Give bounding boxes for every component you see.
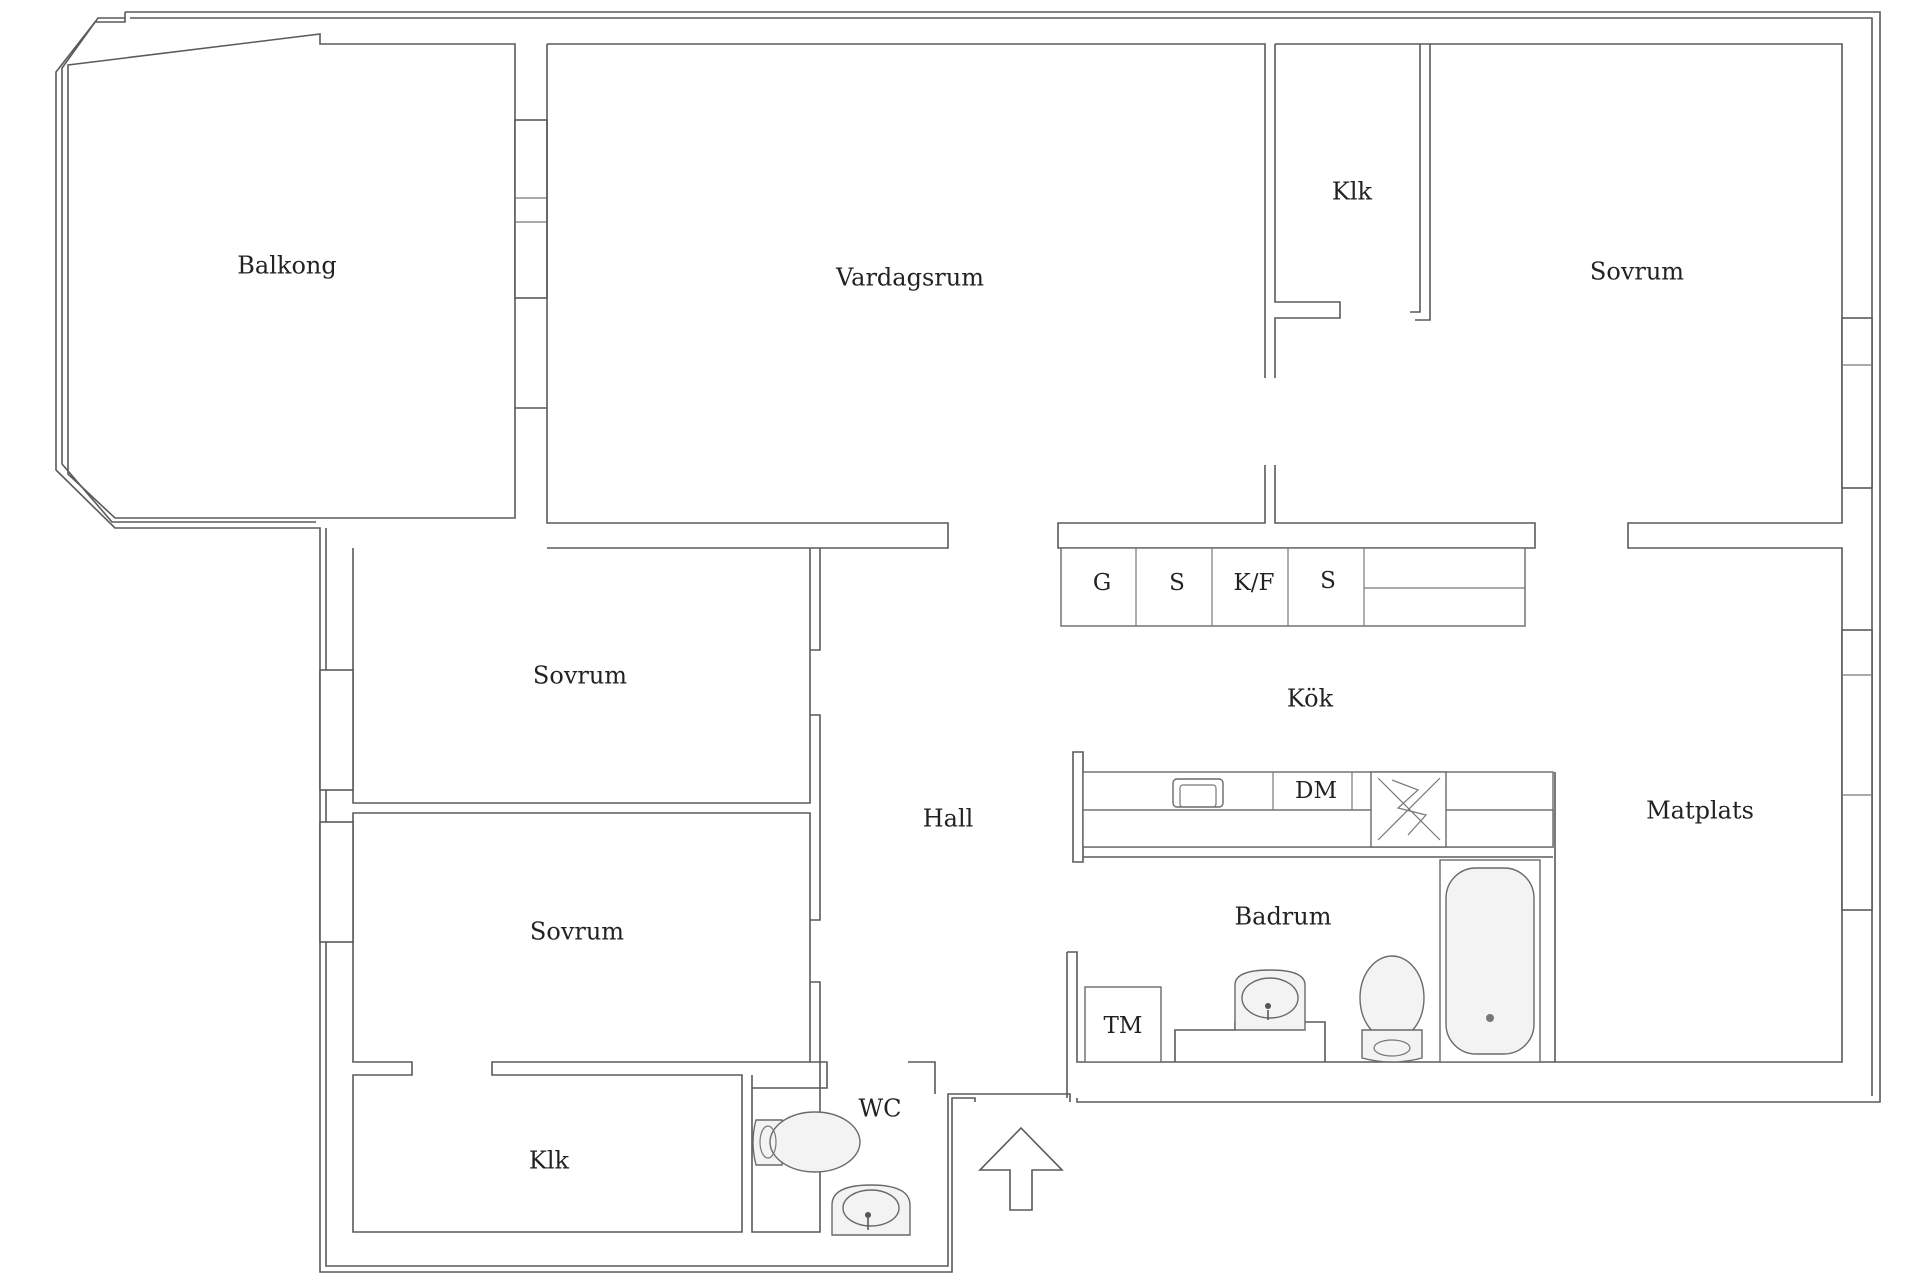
appliance-label-g: G: [1093, 570, 1111, 596]
room-label-sovrum-top-right: Sovrum: [1590, 258, 1684, 286]
exterior-walls: [55, 11, 1881, 1273]
appliance-label-s2: S: [1320, 568, 1336, 594]
appliance-label-s1: S: [1169, 570, 1185, 596]
room-label-vardagsrum: Vardagsrum: [835, 264, 984, 292]
room-label-wc: WC: [858, 1095, 901, 1123]
appliance-label-tm: TM: [1104, 1013, 1143, 1039]
room-label-hall: Hall: [923, 805, 974, 833]
sink-icon: [831, 1184, 911, 1236]
bathroom-fixtures: [1084, 859, 1541, 1063]
wc-fixtures: [752, 1111, 911, 1236]
appliance-label-kf: K/F: [1234, 570, 1275, 596]
sink-icon: [1234, 969, 1306, 1031]
room-label-klk-bottom: Klk: [529, 1147, 570, 1175]
room-label-klk-top: Klk: [1332, 178, 1373, 206]
interior-walls: [319, 43, 1873, 1233]
room-label-kok: Kök: [1287, 685, 1334, 713]
room-label-sovrum-left-lower: Sovrum: [530, 918, 624, 946]
room-label-matplats: Matplats: [1646, 797, 1754, 825]
bathtub-icon: [1439, 859, 1541, 1063]
toilet-icon: [1359, 955, 1425, 1063]
entrance-arrow-icon: [978, 1126, 1064, 1211]
balcony: [67, 33, 548, 519]
appliance-label-dm: DM: [1295, 778, 1337, 804]
toilet-icon: [752, 1111, 861, 1173]
kitchen-island: [1072, 751, 1554, 863]
stove-icon: [1377, 777, 1441, 841]
kitchen-upper-counter: [1060, 547, 1526, 627]
room-label-sovrum-left-upper: Sovrum: [533, 662, 627, 690]
room-label-badrum: Badrum: [1235, 903, 1332, 931]
room-label-balkong: Balkong: [237, 252, 336, 280]
